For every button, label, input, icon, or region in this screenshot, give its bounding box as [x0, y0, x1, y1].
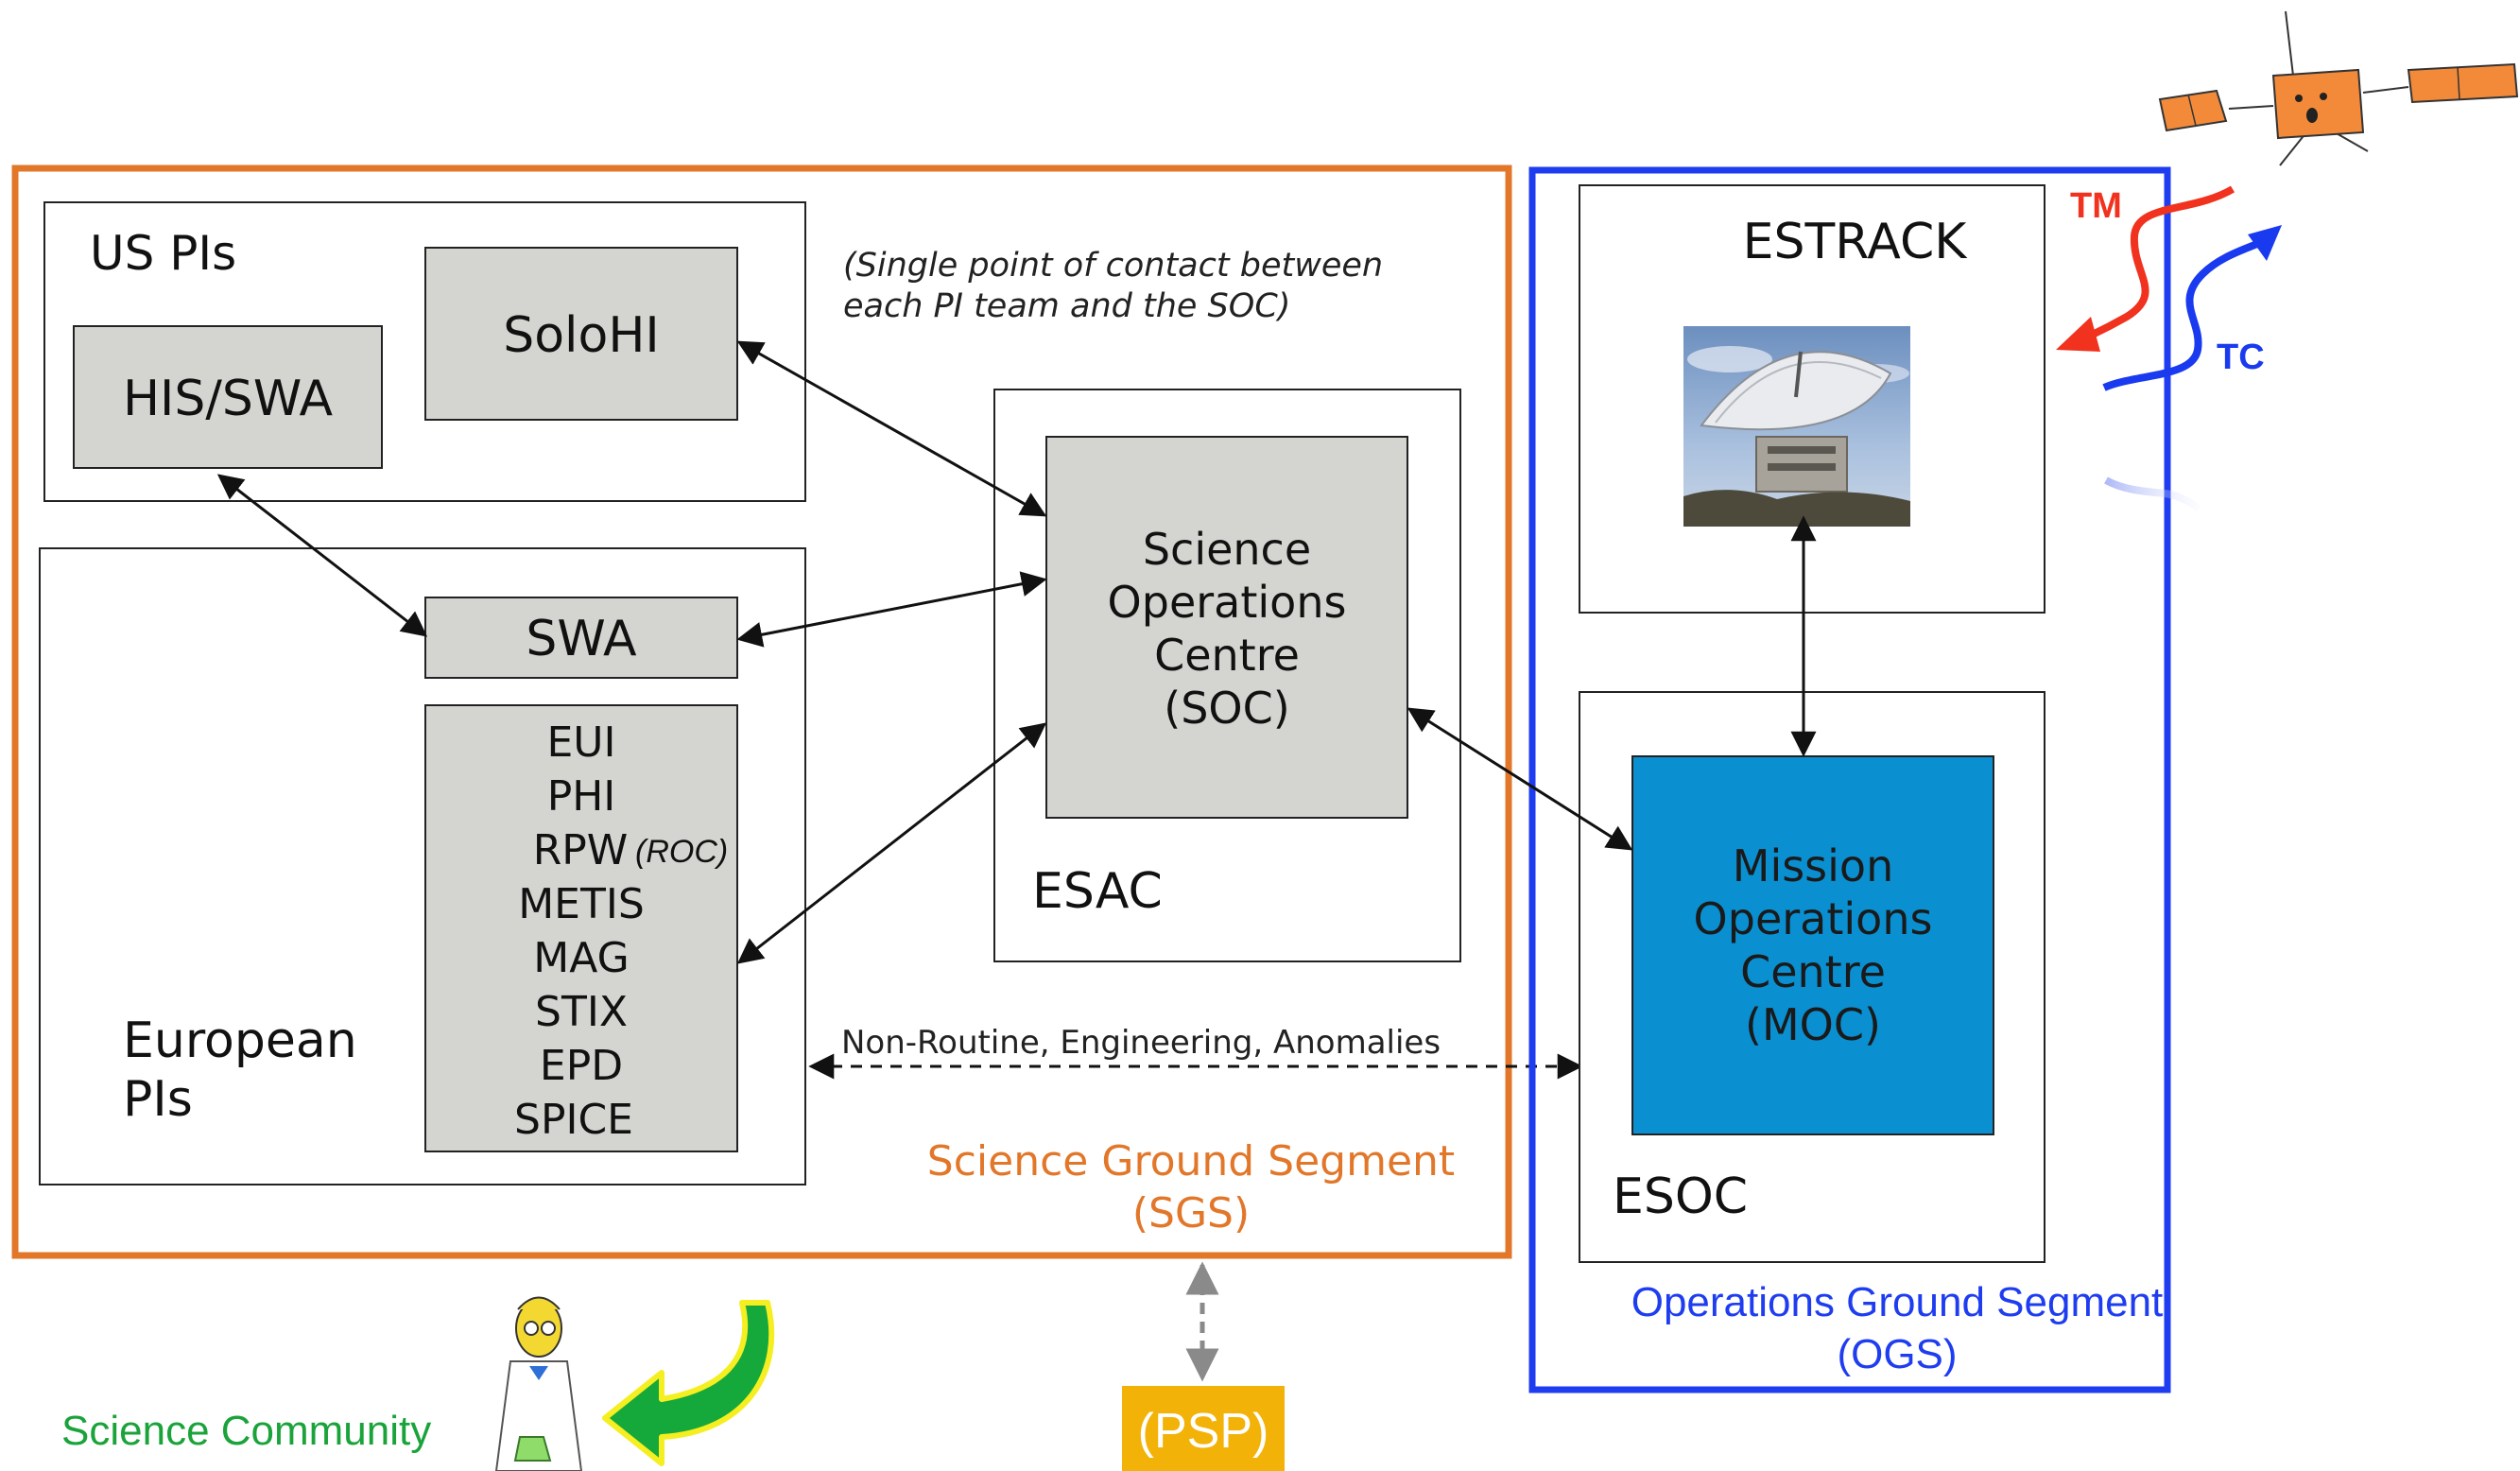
instrument-mag: MAG — [533, 934, 629, 982]
instruments-box — [424, 704, 738, 1152]
tm-arrowhead — [2056, 317, 2100, 352]
faded-link-wave — [2104, 476, 2201, 512]
soc-line-1: Science — [1143, 524, 1311, 575]
moc-box — [1631, 755, 1994, 1135]
sgs-caption-line1: Science Ground Segment — [927, 1137, 1455, 1185]
us-pis-label: US PIs — [90, 226, 236, 281]
scientist-icon — [494, 1296, 583, 1471]
instrument-epd: EPD — [540, 1042, 623, 1090]
moc-line-3: Centre — [1740, 946, 1886, 997]
science-community-label: Science Community — [61, 1408, 431, 1454]
swa-soc-arrow — [736, 571, 1047, 648]
spacecraft-icon — [2158, 10, 2519, 166]
esoc-label: ESOC — [1613, 1168, 1748, 1225]
single-contact-note-line2: each PI team and the SOC) — [843, 287, 1290, 325]
his-swa-box — [73, 325, 383, 469]
instrument-list: EUI PHI RPW METIS MAG STIX EPD SPICE — [514, 718, 645, 1144]
his-swa-to-swa-arrow — [216, 474, 428, 637]
tc-label: TC — [2217, 337, 2265, 377]
swa-label: SWA — [526, 611, 637, 667]
instrument-rpw: RPW — [533, 826, 629, 874]
rpw-roc-suffix: (ROC) — [635, 834, 728, 870]
estrack-label: ESTRACK — [1743, 214, 1969, 270]
tc-wave-arrow — [2102, 237, 2266, 391]
swa-box — [424, 597, 738, 679]
solohi-label: SoloHI — [503, 307, 660, 364]
single-contact-note-line1: (Single point of contact between — [843, 247, 1383, 285]
tc-arrowhead — [2248, 225, 2282, 261]
instruments-soc-arrow — [736, 722, 1047, 964]
instrument-phi: PHI — [547, 772, 616, 821]
moc-line-4: (MOC) — [1745, 999, 1881, 1050]
soc-box — [1045, 436, 1408, 819]
soc-moc-arrow — [1407, 707, 1633, 851]
solohi-box — [424, 247, 738, 421]
european-label-line1: European — [123, 1012, 357, 1069]
soc-label: Science Operations Centre (SOC) — [1108, 524, 1347, 734]
instrument-spice: SPICE — [514, 1096, 633, 1144]
sgs-caption-line2: (SGS) — [1132, 1189, 1250, 1237]
his-swa-label: HIS/SWA — [123, 371, 334, 427]
soc-line-3: Centre — [1154, 630, 1300, 681]
ogs-caption-line2: (OGS) — [1837, 1331, 1957, 1377]
esac-label: ESAC — [1032, 863, 1163, 920]
antenna-image — [1683, 326, 1910, 527]
community-arrow — [602, 1300, 775, 1466]
soc-line-2: Operations — [1108, 577, 1347, 628]
soc-line-4: (SOC) — [1164, 683, 1289, 734]
tm-label: TM — [2070, 186, 2122, 226]
non-routine-label: Non-Routine, Engineering, Anomalies — [841, 1024, 1441, 1062]
ogs-caption-line1: Operations Ground Segment — [1631, 1279, 2164, 1325]
moc-line-2: Operations — [1694, 893, 1933, 944]
solohi-soc-arrow — [736, 340, 1047, 517]
european-label-line2: PIs — [123, 1071, 193, 1128]
psp-label: (PSP) — [1138, 1404, 1269, 1459]
instrument-stix: STIX — [535, 988, 628, 1036]
instrument-eui: EUI — [547, 718, 616, 767]
moc-line-1: Mission — [1733, 840, 1893, 891]
moc-label: Mission Operations Centre (MOC) — [1694, 840, 1933, 1050]
instrument-metis: METIS — [518, 880, 645, 928]
tm-wave-arrow — [2075, 185, 2235, 346]
psp-box — [1122, 1386, 1285, 1471]
